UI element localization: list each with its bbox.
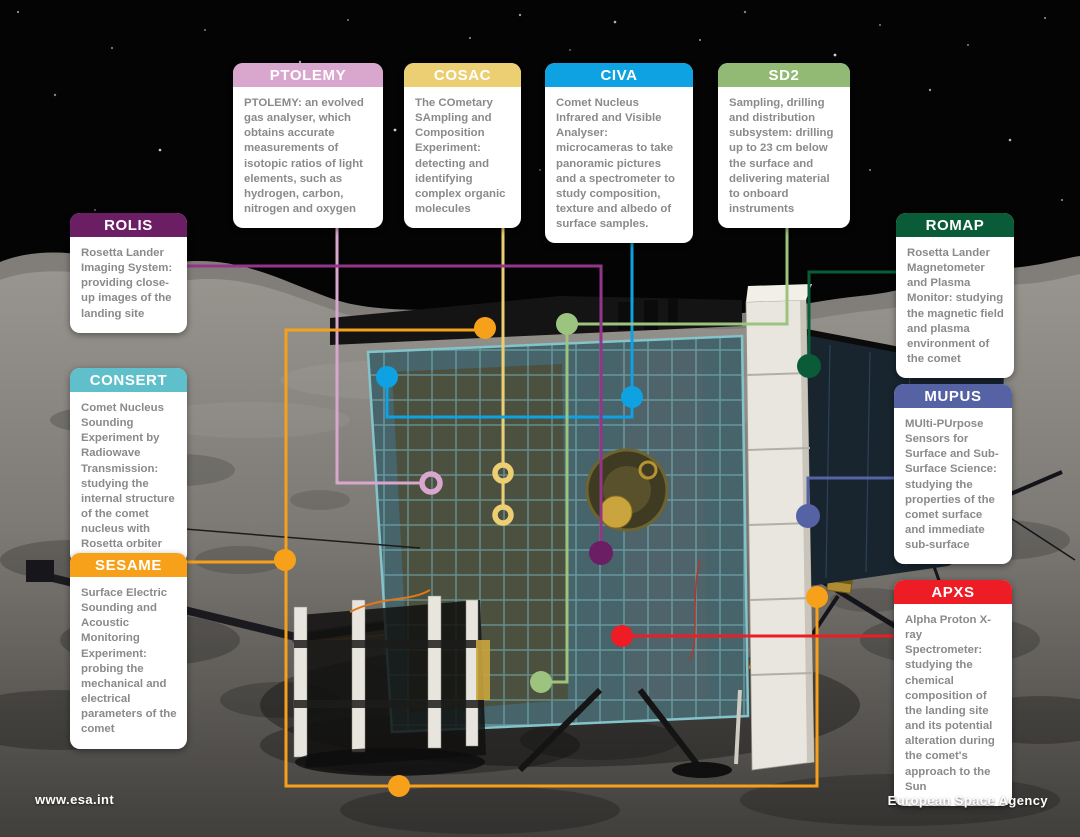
- marker-rolis-dot: [589, 541, 613, 565]
- callout-sd2-header: SD2: [718, 63, 850, 87]
- connector-ptolemy: [335, 192, 421, 485]
- landing-gear-center: [517, 559, 742, 778]
- callout-civa: CIVA Comet Nucleus Infrared and Visible …: [545, 63, 693, 244]
- marker-ptolemy-ring: [419, 471, 443, 495]
- callout-sd2-title: SD2: [768, 66, 800, 84]
- callout-civa-header: CIVA: [545, 63, 693, 87]
- connector-civa: [385, 190, 634, 419]
- callout-cosac-title: COSAC: [433, 66, 492, 84]
- callout-consert-header: CONSERT: [70, 368, 187, 392]
- callout-romap-header: ROMAP: [896, 213, 1014, 237]
- callout-cosac-header: COSAC: [404, 63, 521, 87]
- callout-sesame-header: SESAME: [70, 553, 187, 577]
- callout-rolis-description: Rosetta Lander Imaging System: providing…: [81, 247, 173, 320]
- callout-ptolemy-title: PTOLEMY: [269, 66, 347, 84]
- callout-civa-title: CIVA: [600, 66, 638, 84]
- callout-rolis-title: ROLIS: [104, 216, 153, 234]
- marker-sd2-dot-2: [530, 671, 552, 693]
- callout-rolis-header: ROLIS: [70, 213, 187, 237]
- marker-sesame-dot-2: [474, 317, 496, 339]
- connector-rolis: [186, 264, 603, 552]
- marker-sesame-dot-3: [388, 775, 410, 797]
- marker-cosac-ring-1: [492, 462, 514, 484]
- callout-romap-title: ROMAP: [925, 216, 985, 234]
- callout-sesame-title: SESAME: [95, 556, 162, 574]
- callout-rolis: ROLIS Rosetta Lander Imaging System: pro…: [70, 213, 187, 333]
- marker-sd2-dot-1: [556, 313, 578, 335]
- marker-cosac-ring-2: [492, 504, 514, 526]
- callout-ptolemy: PTOLEMY PTOLEMY: an evolved gas analyser…: [233, 63, 383, 229]
- callout-romap: ROMAP Rosetta Lander Magnetometer and Pl…: [896, 213, 1014, 379]
- flywheel-assembly: [585, 448, 669, 532]
- callout-mupus-header: MUPUS: [894, 384, 1012, 408]
- connector-romap: [807, 270, 896, 364]
- callout-mupus-description: MUlti-PUrpose Sensors for Surface and Su…: [905, 418, 999, 552]
- callout-civa-description: Comet Nucleus Infrared and Visible Analy…: [556, 97, 676, 231]
- foot-frame: [293, 589, 490, 776]
- marker-romap-dot: [797, 354, 821, 378]
- consert-antenna-wire: [159, 526, 421, 549]
- callout-mupus: MUPUS MUlti-PUrpose Sensors for Surface …: [894, 384, 1012, 565]
- marker-apxs-dot: [611, 625, 633, 647]
- callout-romap-description: Rosetta Lander Magnetometer and Plasma M…: [907, 247, 1004, 366]
- callout-apxs: APXS Alpha Proton X-ray Spectrometer: st…: [894, 580, 1012, 806]
- callout-sesame-description: Surface Electric Sounding and Acoustic M…: [81, 587, 177, 736]
- marker-mupus-dot: [796, 504, 820, 528]
- connector-lines: [82, 190, 896, 788]
- callout-cosac-description: The COmetary SAmpling and Composition Ex…: [415, 97, 506, 216]
- starfield: [17, 10, 1064, 211]
- callout-sd2-description: Sampling, drilling and distribution subs…: [729, 97, 834, 216]
- callout-consert-title: CONSERT: [89, 371, 168, 389]
- esa-agency-name: European Space Agency: [887, 793, 1048, 808]
- callout-consert: CONSERT Comet Nucleus Sounding Experimen…: [70, 368, 187, 564]
- callout-apxs-description: Alpha Proton X-ray Spectrometer: studyin…: [905, 614, 995, 793]
- connector-mupus: [806, 476, 896, 514]
- callout-mupus-title: MUPUS: [924, 387, 982, 405]
- connector-sesame: [186, 328, 819, 788]
- callout-apxs-header: APXS: [894, 580, 1012, 604]
- marker-sesame-dot-4: [806, 586, 828, 608]
- callout-ptolemy-header: PTOLEMY: [233, 63, 383, 87]
- callout-sd2: SD2 Sampling, drilling and distribution …: [718, 63, 850, 229]
- philae-lander: [26, 284, 1076, 778]
- drill-tower: [745, 284, 815, 771]
- callout-cosac: COSAC The COmetary SAmpling and Composit…: [404, 63, 521, 229]
- callout-apxs-title: APXS: [931, 583, 975, 601]
- marker-civa-dot-2: [621, 386, 643, 408]
- marker-sesame-dot-1: [274, 549, 296, 571]
- callout-sesame: SESAME Surface Electric Sounding and Aco…: [70, 553, 187, 749]
- callout-consert-description: Comet Nucleus Sounding Experiment by Rad…: [81, 402, 175, 551]
- esa-website-url: www.esa.int: [35, 792, 115, 807]
- location-markers: [137, 313, 828, 797]
- marker-civa-dot-1: [376, 366, 398, 388]
- callout-ptolemy-description: PTOLEMY: an evolved gas analyser, which …: [244, 97, 364, 216]
